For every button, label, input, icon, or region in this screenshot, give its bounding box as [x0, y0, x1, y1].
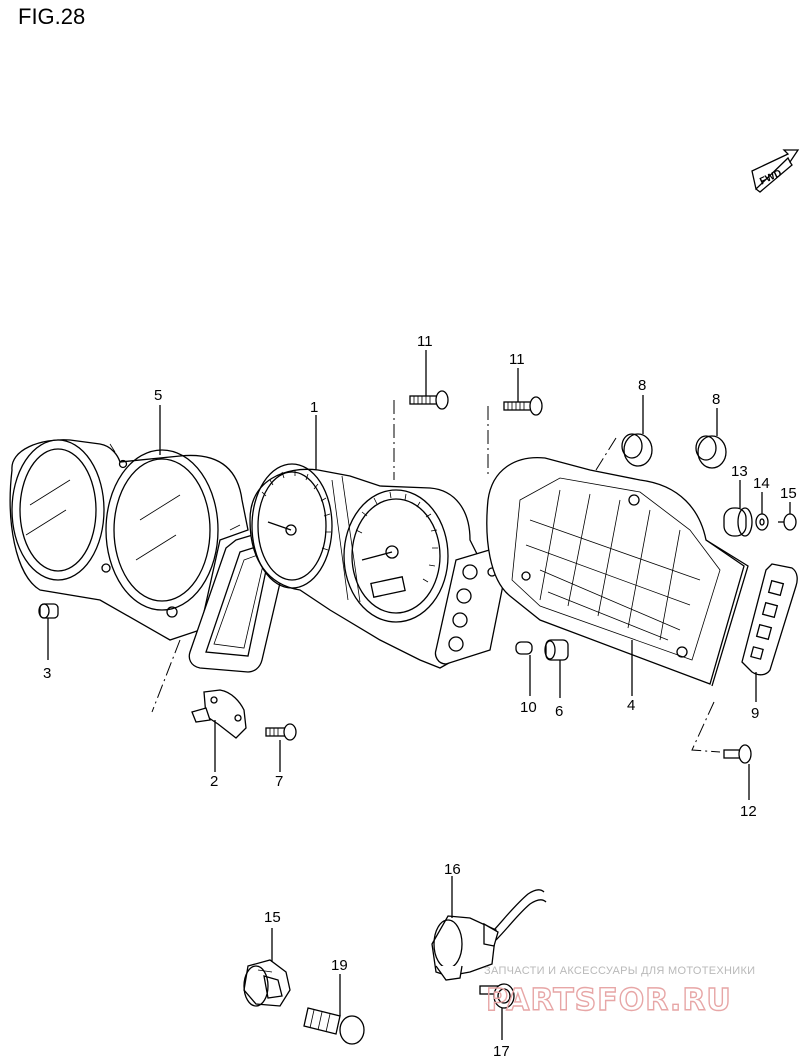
grommet-8a [621, 433, 653, 467]
cap-16 [243, 959, 291, 1007]
callout-7: 7 [275, 773, 283, 790]
callout-11b: 11 [509, 351, 525, 368]
socket-6 [544, 639, 569, 661]
bulb-10 [515, 641, 533, 655]
callout-17: 16 [444, 861, 461, 878]
fwd-arrow-icon: FWD [751, 149, 800, 193]
washer-14 [755, 513, 769, 531]
callout-8a: 8 [638, 377, 646, 394]
callout-16: 15 [264, 909, 281, 926]
sensor-17 [431, 889, 547, 981]
screw-12 [723, 744, 752, 764]
callout-10: 10 [520, 699, 537, 716]
screw-15 [778, 513, 797, 531]
callout-3: 3 [43, 665, 51, 682]
callout-13: 13 [731, 463, 748, 480]
cushion-3 [38, 603, 59, 619]
socket-holder-2 [191, 689, 247, 739]
watermark-tagline: ЗАПЧАСТИ И АКСЕССУАРЫ ДЛЯ МОТОТЕХНИКИ [484, 965, 755, 977]
callout-1: 1 [310, 399, 318, 416]
callout-labels: 5 1 11 11 8 8 13 14 15 3 2 7 10 6 4 9 12… [43, 333, 797, 1060]
callout-19: 19 [331, 957, 348, 974]
callout-6: 6 [555, 703, 563, 720]
callout-5: 5 [154, 387, 162, 404]
screw-18 [479, 983, 515, 1009]
figure-title: FIG.28 [18, 4, 86, 29]
callout-15: 15 [780, 485, 797, 502]
screw-7 [265, 723, 297, 741]
meter-lower-case [486, 456, 749, 687]
combination-meter [249, 463, 510, 669]
assembly-lines [151, 400, 721, 753]
callout-8b: 8 [712, 391, 720, 408]
meter-bracket-plate [741, 563, 798, 676]
cushion-13 [723, 507, 753, 537]
callout-14: 14 [753, 475, 770, 492]
grommet-8b [695, 435, 727, 469]
watermark-brand: PARTSFOR.RU [486, 983, 732, 1018]
callout-11a: 11 [417, 333, 433, 350]
callout-4: 4 [627, 697, 635, 714]
callout-18: 17 [493, 1043, 510, 1060]
screw-11b [503, 396, 543, 416]
callout-9: 9 [751, 705, 759, 722]
watermark: ЗАПЧАСТИ И АКСЕССУАРЫ ДЛЯ МОТОТЕХНИКИ PA… [484, 965, 755, 1019]
leader-lines [47, 350, 791, 1040]
callout-2: 2 [210, 773, 218, 790]
screw-11a [409, 390, 449, 410]
callout-12: 12 [740, 803, 757, 820]
meter-case-cover [9, 439, 249, 641]
bolt-19 [303, 1007, 365, 1045]
